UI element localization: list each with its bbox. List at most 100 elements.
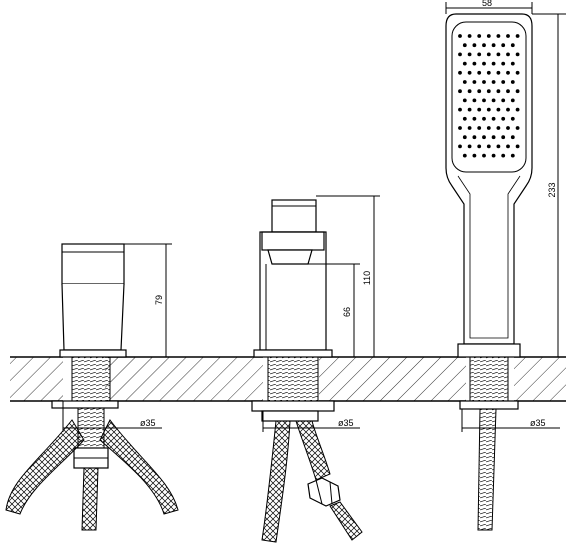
spray-hole	[458, 89, 462, 94]
spray-hole	[515, 144, 520, 149]
spray-hole	[496, 126, 501, 130]
spray-hole	[501, 116, 506, 121]
spray-hole	[510, 98, 515, 103]
spray-hole	[477, 70, 482, 75]
spray-hole	[486, 126, 491, 130]
spray-hole	[515, 34, 520, 38]
spray-hole	[496, 89, 501, 94]
spray-hole	[506, 126, 510, 130]
dim-handshower-width-label: 58	[482, 0, 492, 8]
spray-hole	[501, 61, 506, 66]
spray-hole	[472, 61, 477, 66]
spray-hole	[496, 144, 501, 149]
spray-hole	[458, 70, 462, 75]
spray-hole	[496, 107, 501, 112]
spray-hole	[491, 61, 496, 66]
spray-hole	[482, 43, 486, 48]
spray-hole	[486, 70, 491, 75]
spray-hole	[510, 80, 515, 84]
spray-hole	[506, 144, 510, 149]
spray-hole	[458, 107, 462, 112]
dim-mixer-height: 79	[124, 243, 172, 358]
spray-hole	[486, 89, 491, 94]
spray-hole	[515, 52, 520, 57]
spray-hole	[462, 135, 467, 140]
spray-hole	[510, 153, 515, 158]
spray-hole	[491, 153, 496, 158]
handshower	[445, 13, 533, 531]
spray-hole	[462, 98, 467, 103]
dim-handshower-hole-label: ø35	[530, 418, 546, 428]
spray-hole	[510, 43, 515, 48]
spray-hole	[467, 52, 472, 57]
spray-hole	[482, 61, 486, 66]
spray-hole	[506, 107, 510, 112]
spray-holes	[458, 34, 520, 158]
spray-hole	[515, 70, 520, 75]
spray-hole	[482, 153, 486, 158]
dim-handshower-height: 233	[532, 13, 566, 358]
dim-spout-height-label: 110	[362, 271, 372, 285]
spray-hole	[510, 116, 515, 121]
spray-hole	[486, 144, 491, 149]
spray-hole	[467, 70, 472, 75]
dim-mixer-hole: ø35	[62, 401, 162, 432]
spray-hole	[486, 52, 491, 57]
spray-hole	[491, 98, 496, 103]
spray-hole	[501, 98, 506, 103]
spray-hole	[458, 144, 462, 149]
dim-spout-height: 110	[316, 195, 380, 358]
spray-hole	[467, 107, 472, 112]
spray-hole	[477, 34, 482, 38]
spray-hole	[482, 135, 486, 140]
spray-hole	[467, 89, 472, 94]
spray-hole	[491, 116, 496, 121]
spray-hole	[491, 135, 496, 140]
dim-handshower-width: 58	[445, 0, 533, 14]
spray-hole	[467, 126, 472, 130]
spray-hole	[501, 153, 506, 158]
dim-handshower-height-label: 233	[547, 182, 557, 197]
spray-hole	[501, 135, 506, 140]
spray-hole	[467, 144, 472, 149]
spout-body	[251, 199, 335, 422]
dim-handshower-hole: ø35	[461, 409, 560, 432]
spray-hole	[496, 34, 501, 38]
spray-hole	[477, 89, 482, 94]
spray-hole	[515, 89, 520, 94]
spray-hole	[506, 34, 510, 38]
spray-hole	[462, 61, 467, 66]
spray-hole	[506, 89, 510, 94]
spray-hole	[506, 52, 510, 57]
spray-hole	[458, 52, 462, 57]
spray-hole	[472, 153, 477, 158]
spray-hole	[482, 80, 486, 84]
spray-hole	[467, 34, 472, 38]
spray-hole	[462, 116, 467, 121]
spray-hole	[482, 98, 486, 103]
spray-hole	[482, 116, 486, 121]
spray-hole	[496, 70, 501, 75]
dim-spout-outlet-height: 66	[308, 263, 360, 357]
spray-hole	[458, 34, 462, 38]
spray-hole	[510, 61, 515, 66]
spray-hole	[515, 107, 520, 112]
spray-hole	[491, 43, 496, 48]
dim-spout-outlet-height-label: 66	[342, 307, 352, 317]
spray-hole	[501, 80, 506, 84]
spray-hole	[477, 52, 482, 57]
dim-mixer-height-label: 79	[154, 295, 164, 305]
spray-hole	[501, 43, 506, 48]
mixer-hoses	[5, 419, 179, 531]
spout-hoses	[261, 420, 363, 543]
spray-hole	[510, 135, 515, 140]
spray-hole	[477, 126, 482, 130]
spray-hole	[462, 43, 467, 48]
spray-hole	[477, 144, 482, 149]
spray-hole	[496, 52, 501, 57]
spray-hole	[486, 34, 491, 38]
spray-hole	[515, 126, 520, 130]
spray-hole	[472, 43, 477, 48]
spray-hole	[462, 153, 467, 158]
